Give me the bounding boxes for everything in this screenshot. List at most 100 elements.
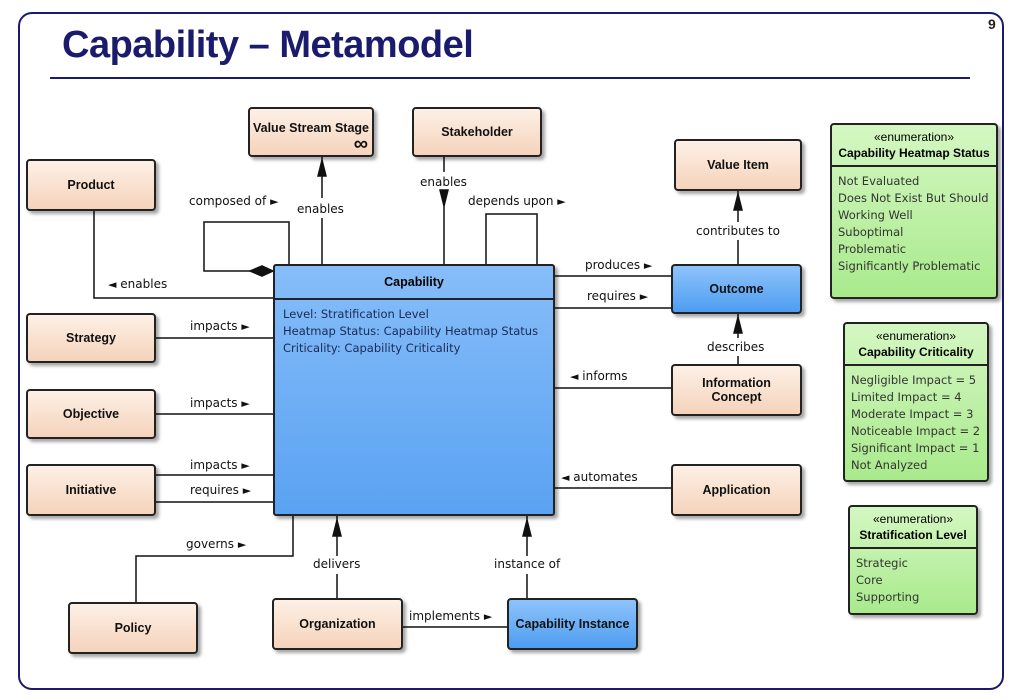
element-capability-instance[interactable]: Capability Instance (507, 598, 638, 650)
enum-name: Capability Heatmap Status (838, 146, 990, 160)
direction-left-icon: ◄ (108, 278, 117, 291)
enum-stereotype: «enumeration» (873, 130, 955, 144)
direction-left-icon: ◄ (561, 471, 570, 484)
direction-right-icon: ► (557, 195, 566, 208)
label-implements: implements ► (409, 609, 493, 623)
label-product-enables: ◄ enables (108, 277, 168, 291)
enum-capability-heatmap-status[interactable]: «enumeration» Capability Heatmap Status N… (830, 123, 998, 299)
title-underline (50, 77, 970, 79)
element-label: Information Concept (702, 376, 771, 404)
element-strategy[interactable]: Strategy (26, 313, 156, 363)
element-label: Application (702, 483, 771, 497)
arrow-up-icon (522, 519, 532, 537)
enum-value: Significantly Problematic (838, 259, 981, 273)
governs-connector (135, 516, 294, 602)
arrow-up-icon (733, 193, 743, 211)
direction-right-icon: ► (483, 610, 493, 623)
slide-frame (18, 12, 1004, 690)
element-policy[interactable]: Policy (68, 602, 198, 654)
label-vss-enables: enables (297, 202, 344, 216)
label-objective-impacts: impacts ► (190, 396, 250, 410)
element-label: Value Stream Stage (252, 121, 370, 135)
element-outcome[interactable]: Outcome (671, 264, 802, 314)
direction-right-icon: ► (643, 259, 653, 272)
label-contributes-to: contributes to (696, 224, 780, 238)
label-produces: produces ► (585, 258, 653, 272)
element-value-stream-stage[interactable]: Value Stream Stage ∞ (248, 107, 374, 157)
enum-capability-criticality[interactable]: «enumeration» Capability Criticality Negl… (843, 322, 989, 482)
arrow-down-icon (439, 189, 449, 207)
direction-right-icon: ► (241, 459, 250, 472)
arrow-up-icon (317, 159, 327, 177)
element-label: Outcome (709, 282, 764, 296)
label-initiative-requires: requires ► (190, 483, 252, 497)
element-organization[interactable]: Organization (272, 598, 403, 650)
element-information-concept[interactable]: Information Concept (671, 364, 802, 416)
enum-value: Problematic (838, 242, 907, 256)
page-title: Capability – Metamodel (62, 24, 474, 66)
enum-value: Not Evaluated (838, 174, 920, 188)
element-capability[interactable]: Capability Level: Stratification Level H… (273, 264, 555, 516)
element-label: Initiative (65, 483, 117, 497)
direction-right-icon: ► (237, 538, 247, 551)
enum-value: Moderate Impact = 3 (851, 407, 974, 421)
element-label: Stakeholder (441, 125, 513, 139)
direction-right-icon: ► (242, 484, 252, 497)
direction-right-icon: ► (270, 195, 279, 208)
depends-upon-connector (485, 213, 538, 264)
arrow-up-icon (733, 316, 743, 334)
label-requires-outcome: requires ► (587, 289, 649, 303)
enum-value: Significant Impact = 1 (851, 441, 980, 455)
enum-value: Core (856, 573, 883, 587)
label-initiative-impacts: impacts ► (190, 458, 250, 472)
element-label: Policy (114, 621, 152, 635)
label-delivers: delivers (313, 557, 361, 571)
enum-value: Suboptimal (838, 225, 904, 239)
capability-attribute: Level: Stratification Level (283, 307, 429, 321)
label-strategy-impacts: impacts ► (190, 319, 250, 333)
enum-stereotype: «enumeration» (875, 329, 957, 343)
enum-name: Stratification Level (859, 528, 967, 542)
composition-diamond-icon (248, 265, 275, 277)
enum-stereotype: «enumeration» (872, 512, 954, 526)
enum-value: Not Analyzed (851, 458, 928, 472)
label-depends-upon: depends upon ► (468, 194, 566, 208)
capability-attribute: Criticality: Capability Criticality (283, 341, 461, 355)
element-label: Value Item (707, 158, 769, 172)
label-informs: ◄ informs (570, 369, 628, 383)
element-objective[interactable]: Objective (26, 389, 156, 439)
element-initiative[interactable]: Initiative (26, 464, 156, 516)
label-stakeholder-enables: enables (420, 175, 467, 189)
element-label: Strategy (65, 331, 117, 345)
label-composed-of: composed of ► (189, 194, 279, 208)
element-label: Objective (62, 407, 120, 421)
label-automates: ◄ automates (561, 470, 638, 484)
element-stakeholder[interactable]: Stakeholder (412, 107, 542, 157)
direction-right-icon: ► (241, 397, 250, 410)
arrow-up-icon (332, 519, 342, 537)
page-number: 9 (988, 16, 996, 32)
element-label: Organization (299, 617, 376, 631)
direction-right-icon: ► (639, 290, 649, 303)
enum-value: Strategic (856, 556, 908, 570)
capability-attribute: Heatmap Status: Capability Heatmap Statu… (283, 324, 539, 338)
composed-of-connector (203, 221, 290, 272)
element-label: Product (67, 178, 115, 192)
element-application[interactable]: Application (671, 464, 802, 516)
enum-value: Does Not Exist But Should (838, 191, 989, 205)
label-governs: governs ► (186, 537, 247, 551)
direction-left-icon: ◄ (570, 370, 579, 383)
enum-value: Limited Impact = 4 (851, 390, 962, 404)
element-label: Capability Instance (515, 617, 630, 631)
capability-attributes: Level: Stratification Level Heatmap Stat… (275, 300, 553, 363)
capability-header: Capability (275, 266, 553, 300)
product-enables-connector (93, 211, 273, 299)
enum-value: Working Well (838, 208, 913, 222)
enum-value: Negligible Impact = 5 (851, 373, 977, 387)
element-value-item[interactable]: Value Item (674, 139, 802, 191)
enum-stratification-level[interactable]: «enumeration» Stratification Level Strate… (848, 505, 978, 615)
enum-name: Capability Criticality (858, 345, 974, 359)
label-instance-of: instance of (494, 557, 561, 571)
element-product[interactable]: Product (26, 159, 156, 211)
value-stream-icon: ∞ (353, 133, 368, 155)
